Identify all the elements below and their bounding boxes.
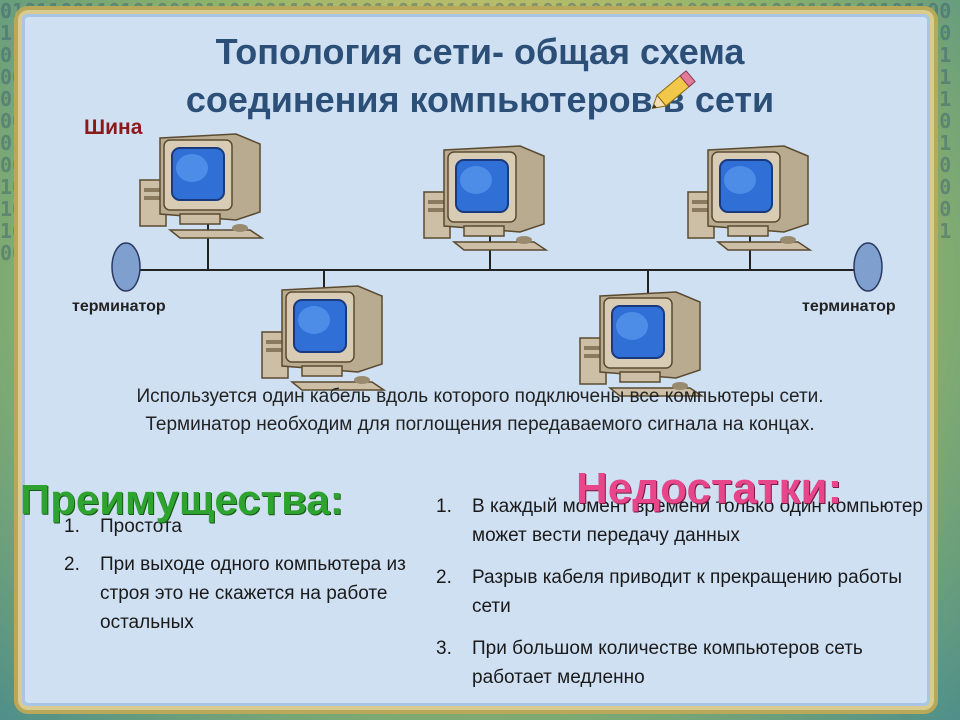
description-line-2: Терминатор необходим для поглощения пере… [145,414,815,435]
list-item: 1. Простота [64,512,424,541]
item-number: 2. [436,567,452,588]
description-line-1: Используется один кабель вдоль которого … [136,386,824,407]
list-item: 2. При выходе одного компьютера из строя… [64,550,424,637]
item-number: 3. [436,638,452,659]
description: Используется один кабель вдоль которого … [0,383,960,439]
advantages-heading: Преимущества: [20,476,344,523]
pencil-icon [651,70,696,109]
item-text: Разрыв кабеля приводит к прекращению раб… [472,567,903,617]
computer-icon [579,291,703,397]
computer-icon [139,133,263,239]
list-item: 3. При большом количестве компьютеров се… [436,634,946,692]
computer-icon [261,285,385,391]
terminator-right-label: терминатор [802,298,896,315]
item-text: При большом количестве компьютеров сеть … [472,638,863,688]
item-number: 1. [64,516,80,537]
topology-label: Шина [84,116,143,139]
computer-icon [687,145,811,251]
terminator-left-label: терминатор [72,298,166,315]
item-text: Простота [100,516,182,537]
slide-title: Топология сети- общая схема соединения к… [0,28,960,124]
item-number: 2. [64,554,80,575]
item-number: 1. [436,496,452,517]
item-text: В каждый момент времени только один комп… [472,496,923,546]
terminator-right-icon [853,242,883,292]
item-text: При выходе одного компьютера из строя эт… [100,554,406,633]
disadvantages-heading: Недостатки: [576,464,843,513]
title-line-1: Топология сети- общая схема [215,31,745,72]
disadvantages-list: 1. В каждый момент времени только один к… [436,492,946,705]
list-item: 1. В каждый момент времени только один к… [436,492,946,550]
computer-icon [423,145,547,251]
slide-panel [22,14,930,706]
list-item: 2. Разрыв кабеля приводит к прекращению … [436,563,946,621]
terminator-left-icon [111,242,141,292]
advantages-list: 1. Простота 2. При выходе одного компьют… [64,512,424,646]
